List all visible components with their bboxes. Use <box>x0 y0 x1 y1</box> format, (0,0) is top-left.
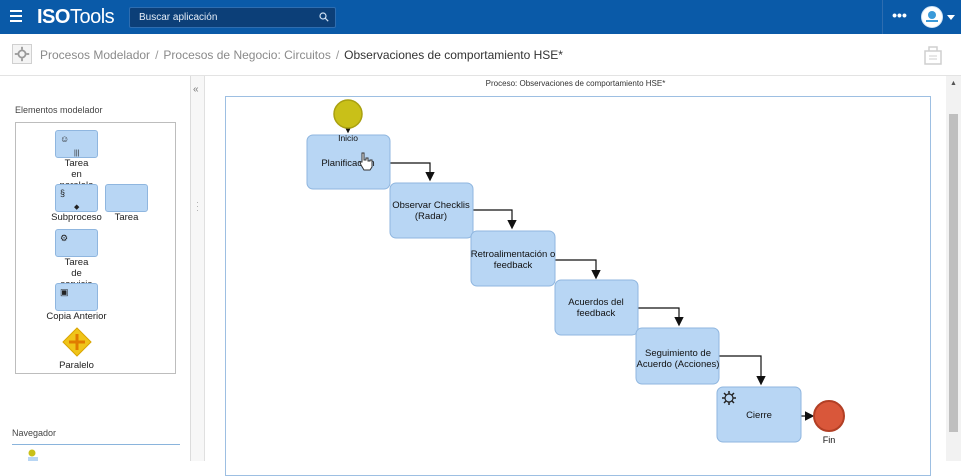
copy-icon: ▣ <box>60 287 69 297</box>
breadcrumb-item[interactable]: Procesos de Negocio: Circuitos <box>163 48 331 62</box>
task-observar-checklis[interactable]: Observar Checklis (Radar) <box>389 182 474 239</box>
palette-item-label: Copia Anterior <box>46 311 107 322</box>
palette-item-parallel-task[interactable]: ☺||| Tarea en paralelo <box>54 130 99 191</box>
palette-item-label: Subproceso <box>51 212 102 223</box>
scroll-up-icon[interactable]: ▲ <box>950 80 957 87</box>
task-label: Acuerdos del <box>568 297 623 308</box>
task-label: Retroalimentación o <box>471 249 556 260</box>
palette-item-label: Tarea <box>114 212 139 223</box>
breadcrumb: Procesos Modelador/Procesos de Negocio: … <box>40 48 563 62</box>
palette-title: Elementos modelador <box>15 105 103 115</box>
task-planificacion[interactable]: Inicio Planificación <box>306 133 391 190</box>
search-input[interactable] <box>130 8 310 27</box>
process-title: Proceso: Observaciones de comportamiento… <box>485 79 666 88</box>
palette-scroll-thumb[interactable] <box>175 139 176 291</box>
scroll-down-icon[interactable]: ▼ <box>174 362 175 369</box>
task-label: Cierre <box>746 410 772 421</box>
user-icon: ☺ <box>60 134 70 144</box>
palette-scrollbar[interactable] <box>175 138 176 363</box>
menu-icon[interactable] <box>10 10 22 22</box>
avatar[interactable] <box>921 6 943 28</box>
bpmn-diagram: Inicio Planificación Observar Checklis (… <box>306 99 845 445</box>
palette-item-subprocess[interactable]: § ◆ Subproceso <box>49 184 104 223</box>
palette-item-label: Tarea <box>64 257 89 268</box>
gear-icon <box>722 391 736 405</box>
grip-icon[interactable]: ··· <box>196 197 199 215</box>
script-icon: § <box>60 188 66 198</box>
more-button[interactable]: ••• <box>882 0 916 34</box>
parallel-marker-icon: ||| <box>74 150 80 157</box>
canvas-scrollbar[interactable]: ▲ <box>946 76 961 461</box>
palette-item-label: Tarea <box>64 158 89 169</box>
sequence-flows <box>343 123 815 421</box>
document-icon[interactable] <box>923 44 943 66</box>
task-acuerdos[interactable]: Acuerdos del feedback <box>554 279 639 336</box>
task-label: (Radar) <box>415 211 447 222</box>
start-event-label: Inicio <box>338 133 358 143</box>
sequence-flow[interactable] <box>555 259 601 280</box>
scroll-up-icon[interactable]: ▲ <box>175 125 176 132</box>
page-title: Observaciones de comportamiento HSE* <box>344 48 563 62</box>
breadcrumb-item[interactable]: Procesos Modelador <box>40 48 151 62</box>
search-icon[interactable] <box>319 12 329 22</box>
task-label: Seguimiento de <box>645 348 711 359</box>
breadcrumb-bar: Procesos Modelador/Procesos de Negocio: … <box>0 34 961 76</box>
gear-icon: ⚙ <box>60 233 69 243</box>
palette-item-service-task[interactable]: ⚙ Tarea de servicio <box>54 229 99 290</box>
navigator-thumbnail[interactable] <box>26 449 38 461</box>
top-bar: ISOTools ••• <box>0 0 961 34</box>
left-panel: Elementos modelador ☺||| Tarea en parale… <box>0 76 191 461</box>
start-event[interactable] <box>333 99 363 129</box>
task-label: Acuerdo (Acciones) <box>637 359 720 370</box>
parallel-gateway-icon <box>61 327 92 357</box>
sequence-flow[interactable] <box>390 162 435 182</box>
task-label: feedback <box>577 308 616 319</box>
task-seguimiento[interactable]: Seguimiento de Acuerdo (Acciones) <box>635 327 720 385</box>
gear-icon <box>12 44 32 64</box>
sequence-flow[interactable] <box>638 307 684 327</box>
chevron-down-icon[interactable] <box>947 15 955 20</box>
end-event-label: Fin <box>823 435 836 445</box>
panel-splitter[interactable]: « ··· <box>191 76 205 461</box>
collapse-left-icon[interactable]: « <box>193 84 199 95</box>
task-label: feedback <box>494 260 533 271</box>
palette-item-task[interactable]: Tarea <box>104 184 149 223</box>
end-event[interactable] <box>813 400 845 432</box>
navigator-divider <box>12 444 180 445</box>
palette-item-label: Paralelo <box>59 360 94 371</box>
search-box[interactable] <box>129 7 336 28</box>
task-label: Observar Checklis <box>392 200 470 211</box>
task-cierre[interactable]: Cierre <box>716 386 802 443</box>
palette-item-parallel-gateway[interactable]: Paralelo <box>49 327 104 371</box>
avatar-logo-icon <box>926 11 938 22</box>
diagram-canvas[interactable]: Proceso: Observaciones de comportamiento… <box>205 76 946 476</box>
navigator-title: Navegador <box>12 428 57 438</box>
sequence-flow[interactable] <box>719 355 766 386</box>
subprocess-marker-icon: ◆ <box>74 204 80 211</box>
app-logo[interactable]: ISOTools <box>37 6 115 28</box>
canvas-scroll-thumb[interactable] <box>949 114 958 432</box>
task-retroalimentacion[interactable]: Retroalimentación o feedback <box>470 230 556 287</box>
cursor-hand-icon <box>359 152 373 171</box>
palette-item-copy-previous[interactable]: ▣ Copia Anterior <box>44 283 109 322</box>
sequence-flow[interactable] <box>473 209 517 230</box>
task-label: Planificación <box>321 158 374 169</box>
modeler-palette: ☺||| Tarea en paralelo §◆ Subproceso Tar… <box>15 122 176 374</box>
more-icon: ••• <box>892 7 907 23</box>
